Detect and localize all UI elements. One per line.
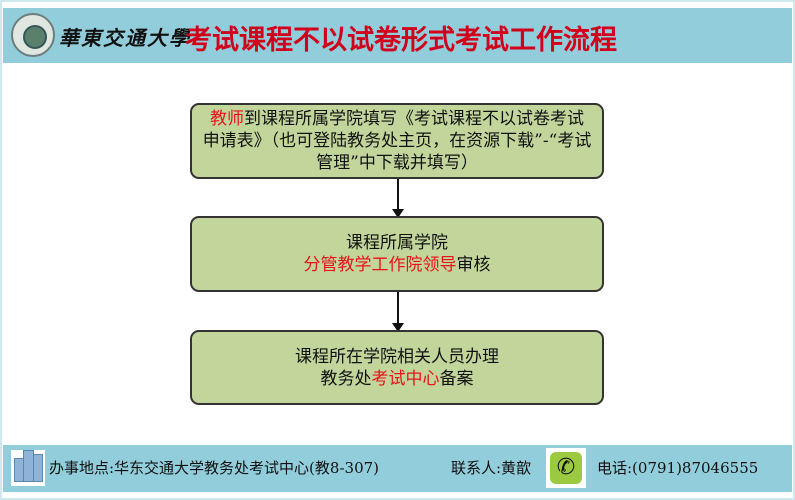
flow-arrow [392,179,404,218]
step3-line1: 课程所在学院相关人员办理 [295,346,499,367]
step2-highlight: 分管教学工作院领导 [303,255,457,275]
step1-text: 到课程所属学院填写《考试课程不以试卷考试申请表》（也可登陆教务处主页，在资源下载… [202,109,592,173]
phone-icon: ✆ [546,448,586,488]
step2-tail: 审核 [456,255,491,275]
step1-highlight: 教师 [210,109,244,129]
university-logo [11,13,55,57]
university-name: 華東交通大學 [59,26,191,50]
office-location: 办事地点:华东交通大学教务处考试中心(教8-307) [49,459,380,477]
step2-line1: 课程所属学院 [346,233,448,253]
header-bar: 華東交通大學 考试课程不以试卷形式考试工作流程 [3,8,792,63]
step3-tail: 备案 [439,368,474,389]
step3-head: 教务处 [320,368,372,389]
step3-highlight: 考试中心 [371,368,440,389]
contact-person: 联系人:黄歆 [451,459,532,477]
building-icon [11,450,45,486]
flow-step-3: 课程所在学院相关人员办理 教务处考试中心备案 [190,330,604,405]
footer-bar: 办事地点:华东交通大学教务处考试中心(教8-307) 联系人:黄歆 ✆ 电话:(… [3,445,792,492]
page-title: 考试课程不以试卷形式考试工作流程 [185,25,617,56]
flow-step-1: 教师到课程所属学院填写《考试课程不以试卷考试申请表》（也可登陆教务处主页，在资源… [190,103,604,179]
flow-arrow [392,292,404,332]
phone-number: 电话:(0791)87046555 [597,459,759,477]
flow-step-2: 课程所属学院 分管教学工作院领导审核 [190,216,604,292]
